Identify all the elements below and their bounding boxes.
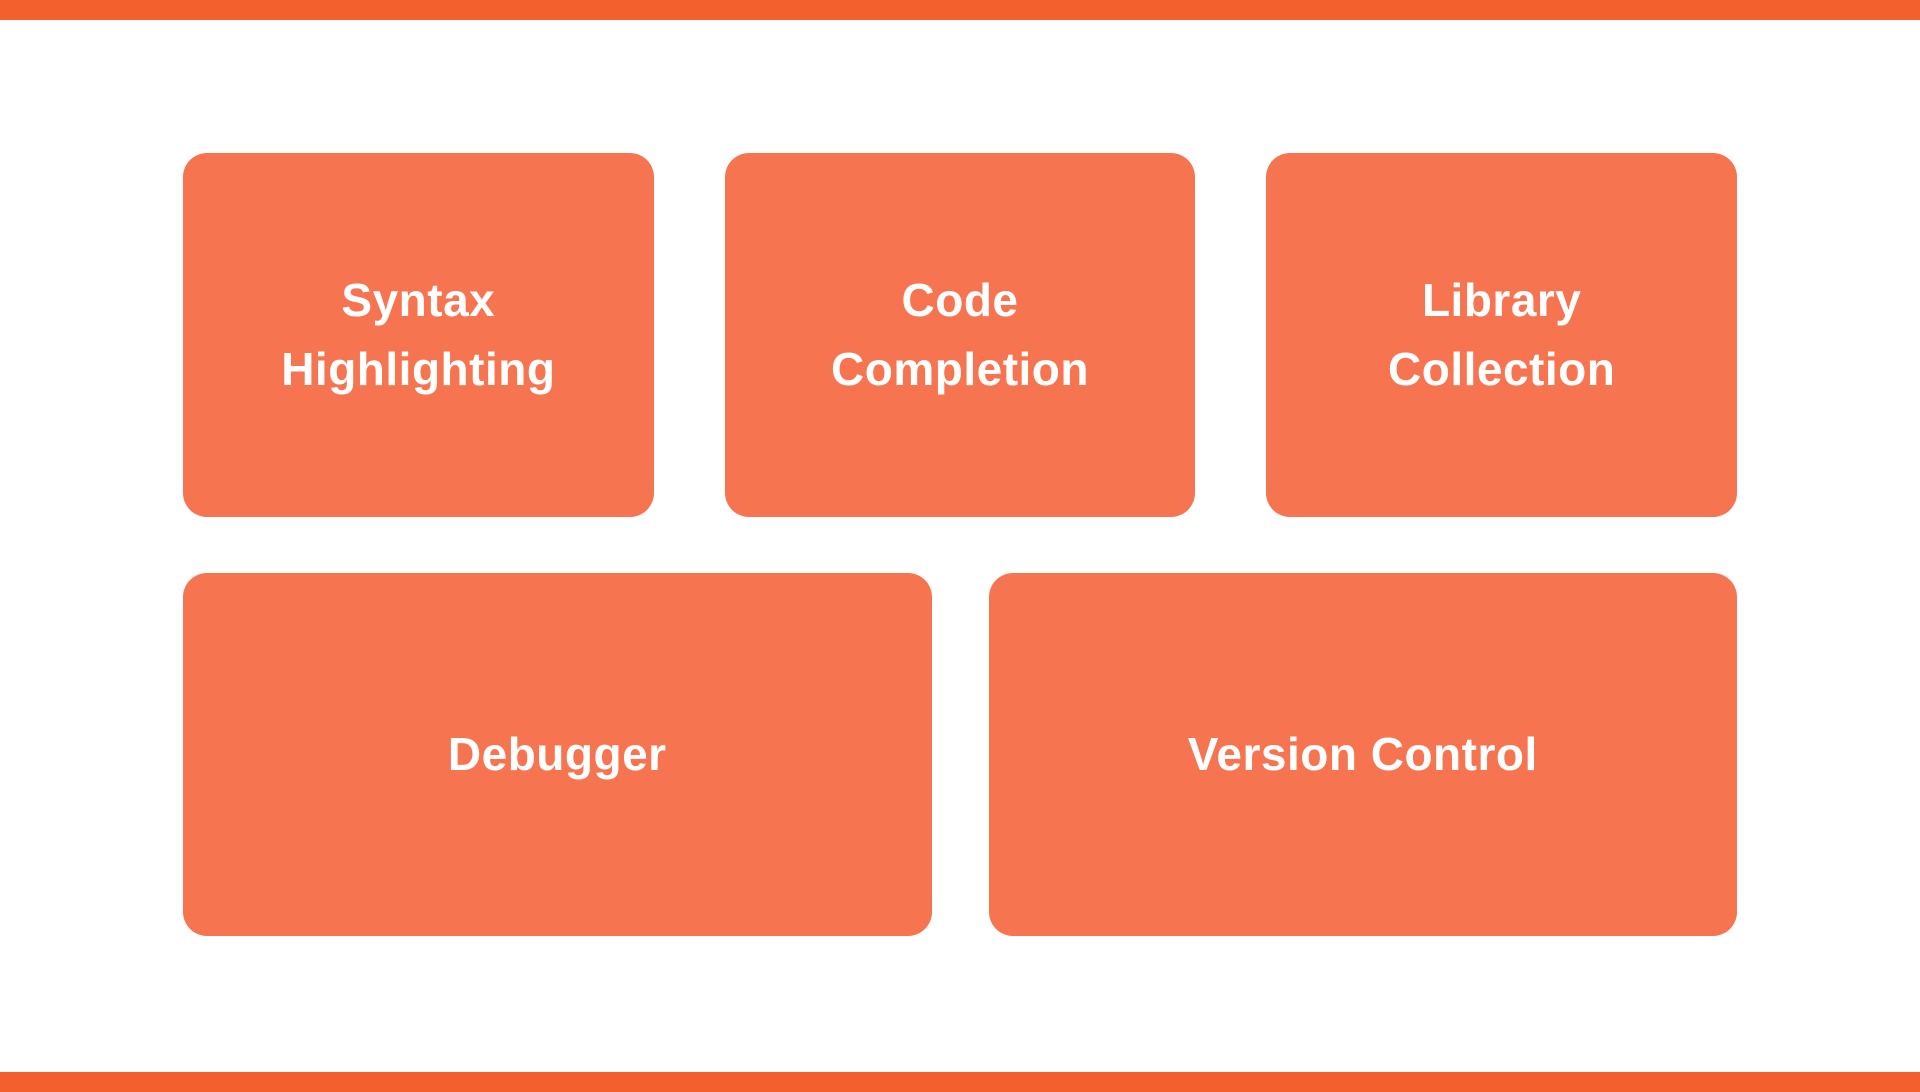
card-label: Library Collection: [1388, 266, 1615, 404]
card-label-line: Highlighting: [281, 343, 556, 395]
card-label: Version Control: [1188, 720, 1538, 789]
card-version-control: Version Control: [988, 573, 1737, 936]
card-label-line: Completion: [831, 343, 1089, 395]
top-accent-bar: [0, 0, 1920, 20]
card-debugger: Debugger: [183, 573, 932, 936]
card-label-line: Library: [1421, 274, 1582, 326]
card-label-line: Syntax: [341, 274, 496, 326]
feature-row-bottom: Debugger Version Control: [183, 573, 1737, 936]
card-syntax-highlighting: Syntax Highlighting: [183, 153, 654, 517]
feature-row-top: Syntax Highlighting Code Completion Libr…: [183, 153, 1738, 517]
card-label: Debugger: [448, 720, 667, 789]
card-label: Syntax Highlighting: [281, 266, 555, 404]
card-library-collection: Library Collection: [1266, 153, 1738, 517]
card-label-line: Collection: [1388, 343, 1616, 395]
card-label-line: Debugger: [447, 728, 667, 780]
card-code-completion: Code Completion: [724, 153, 1196, 517]
card-label-line: Code: [901, 274, 1019, 326]
card-label: Code Completion: [831, 266, 1089, 404]
card-label-line: Version Control: [1187, 728, 1538, 780]
bottom-accent-bar: [0, 1072, 1920, 1092]
